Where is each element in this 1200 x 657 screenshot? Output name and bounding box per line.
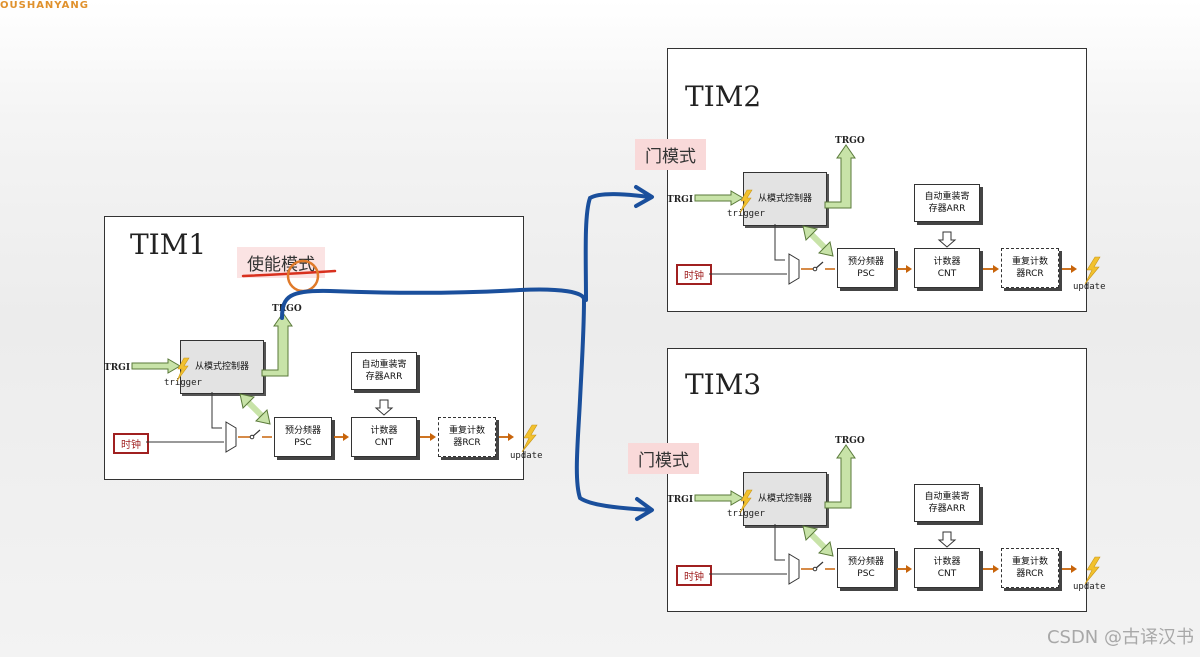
timer-title: TIM1 [130,228,207,261]
psc-label-line2: PSC [857,269,875,279]
clock-source: 时钟 [676,264,712,285]
timer-title: TIM2 [685,80,762,113]
trgi-label: TRGI [667,195,694,205]
counter-cnt: 计数器 CNT [914,248,980,288]
update-label: update [1073,582,1106,592]
prescaler-psc: 预分频器 PSC [274,417,332,457]
psc-label-line2: PSC [294,438,312,448]
brand-logo-text: OUSHANYANG [0,0,89,11]
slave-controller-label: 从模式控制器 [194,362,249,372]
trigger-label: trigger [727,509,765,519]
trigger-label: trigger [727,209,765,219]
slave-controller-label: 从模式控制器 [757,494,812,504]
arr-register: 自动重装寄 存器ARR [914,184,980,222]
rcr-label-line1: 重复计数 [1011,557,1048,567]
update-bolt-icon [1084,556,1101,585]
rcr-label-line2: 器RCR [1016,269,1044,279]
counter-cnt: 计数器 CNT [914,548,980,588]
arr-label-line2: 存器ARR [928,204,966,214]
cnt-label-line2: CNT [937,569,957,579]
prescaler-psc: 预分频器 PSC [837,548,895,588]
arr-label-line1: 自动重装寄 [361,360,407,370]
repetition-counter-rcr: 重复计数 器RCR [1001,248,1059,288]
psc-label-line1: 预分频器 [847,257,884,267]
arr-label-line1: 自动重装寄 [924,492,970,502]
arr-label-line2: 存器ARR [365,372,403,382]
rcr-label-line2: 器RCR [453,438,481,448]
prescaler-psc: 预分频器 PSC [837,248,895,288]
rcr-label-line2: 器RCR [1016,569,1044,579]
slave-mode-controller: 从模式控制器 [180,340,264,394]
arr-register: 自动重装寄 存器ARR [914,484,980,522]
trgo-label: TRGO [272,304,302,314]
cnt-label-line1: 计数器 [933,257,961,267]
repetition-counter-rcr: 重复计数 器RCR [1001,548,1059,588]
trigger-label: trigger [164,378,202,388]
blue-arrowhead-top [634,185,654,208]
psc-label-line1: 预分频器 [284,426,321,436]
cnt-label-line2: CNT [937,269,957,279]
cnt-label-line1: 计数器 [370,426,398,436]
cnt-label-line2: CNT [374,438,394,448]
blue-branch-top [583,192,652,302]
arr-label-line1: 自动重装寄 [924,192,970,202]
counter-cnt: 计数器 CNT [351,417,417,457]
update-bolt-icon [521,424,538,453]
rcr-label-line1: 重复计数 [448,426,485,436]
psc-label-line1: 预分频器 [847,557,884,567]
cnt-label-line1: 计数器 [933,557,961,567]
trgo-label: TRGO [835,136,865,146]
timer-title: TIM3 [685,368,762,401]
psc-label-line2: PSC [857,569,875,579]
mode-tag: 门模式 [635,139,706,170]
slave-mode-controller: 从模式控制器 [743,172,827,226]
update-label: update [1073,282,1106,292]
clock-source: 时钟 [113,433,149,454]
mode-tag: 门模式 [628,443,699,474]
arr-label-line2: 存器ARR [928,504,966,514]
trgi-label: TRGI [104,363,131,373]
mode-tag: 使能模式 [237,247,325,278]
arr-register: 自动重装寄 存器ARR [351,352,417,390]
trgi-label: TRGI [667,495,694,505]
slave-controller-label: 从模式控制器 [757,194,812,204]
blue-arrowhead-bottom [635,497,654,521]
update-bolt-icon [1084,256,1101,285]
update-label: update [510,451,543,461]
clock-source: 时钟 [676,565,712,586]
slave-mode-controller: 从模式控制器 [743,472,827,526]
watermark: CSDN @古译汉书 [1046,627,1194,648]
trgo-label: TRGO [835,436,865,446]
repetition-counter-rcr: 重复计数 器RCR [438,417,496,457]
rcr-label-line1: 重复计数 [1011,257,1048,267]
